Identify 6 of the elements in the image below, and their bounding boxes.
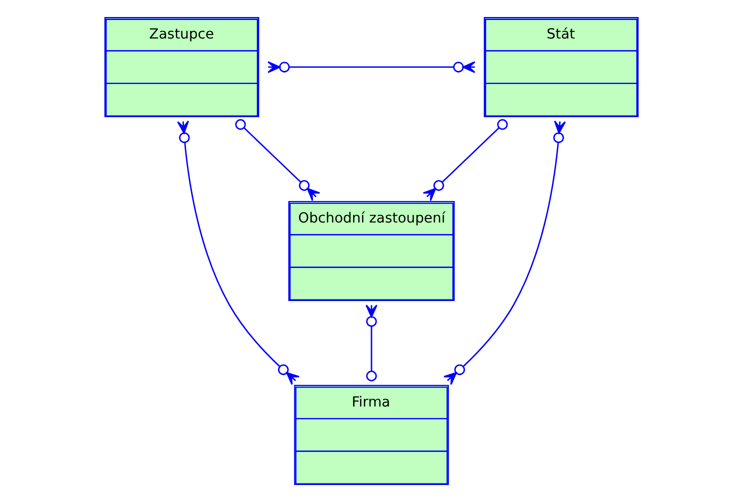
connector — [235, 119, 320, 202]
connector — [366, 304, 378, 382]
connector — [267, 61, 476, 74]
connector — [177, 120, 300, 386]
connector — [443, 120, 566, 386]
connector — [422, 119, 508, 202]
